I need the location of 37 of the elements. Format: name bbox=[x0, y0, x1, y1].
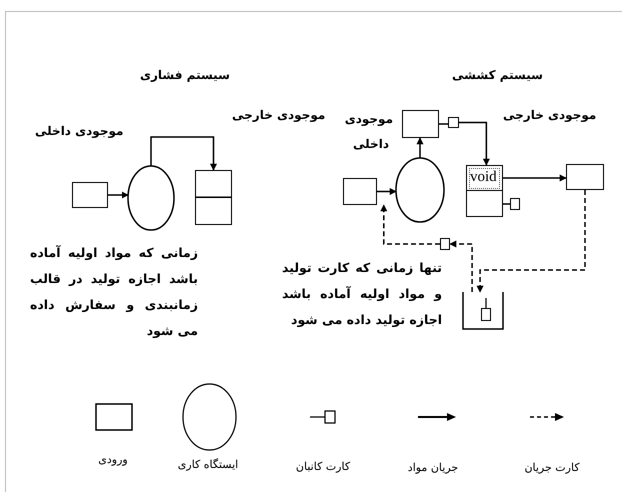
legend-label: ایستگاه کاری bbox=[176, 458, 240, 471]
legend-label: کارت جریان bbox=[523, 461, 581, 474]
arrow bbox=[459, 122, 490, 166]
arrow bbox=[503, 174, 567, 182]
inventory-box bbox=[566, 164, 604, 190]
kanban-card bbox=[440, 238, 450, 250]
section-heading: سیستم کششی bbox=[452, 68, 543, 83]
kanban-post bbox=[462, 292, 504, 330]
legend-label: کارت کانبان bbox=[294, 460, 352, 473]
kanban-card bbox=[481, 308, 491, 321]
note-text: زمانی که مواد اولیه آماده باشد اجازه تولید در قالب زمانبندی و سفارش داده می شود bbox=[30, 244, 198, 340]
inventory-label: موجودی خارجی bbox=[232, 108, 326, 123]
connector-line bbox=[503, 203, 510, 205]
note-text: تنها زمانی که کارت تولید و مواد اولیه آماده باشد اجازه تولید داده می شود bbox=[282, 259, 442, 329]
workstation-circle bbox=[395, 157, 445, 223]
legend-label: ورودی bbox=[97, 453, 129, 466]
inventory-box bbox=[195, 170, 232, 225]
input-box bbox=[343, 178, 377, 205]
section-label: void bbox=[470, 168, 497, 186]
connector-line bbox=[439, 123, 448, 125]
inventory-label: موجودی داخلی bbox=[35, 124, 124, 139]
inventory-label: موجودی خارجی bbox=[503, 108, 596, 123]
kanban-card bbox=[448, 117, 459, 128]
kanban-card bbox=[510, 198, 520, 210]
arrow bbox=[416, 137, 424, 158]
arrow bbox=[377, 188, 397, 195]
arrow bbox=[108, 192, 129, 198]
section-heading: سیستم فشاری bbox=[140, 68, 230, 83]
inventory-box bbox=[466, 165, 503, 217]
inventory-box bbox=[402, 110, 439, 138]
dashed-arrow bbox=[449, 240, 473, 292]
dashed-arrow bbox=[380, 204, 440, 245]
input-box bbox=[72, 182, 108, 208]
arrow bbox=[150, 136, 217, 171]
legend-label: جریان مواد bbox=[406, 461, 460, 474]
workstation-circle bbox=[127, 165, 175, 231]
dashed-arrow bbox=[476, 190, 586, 293]
